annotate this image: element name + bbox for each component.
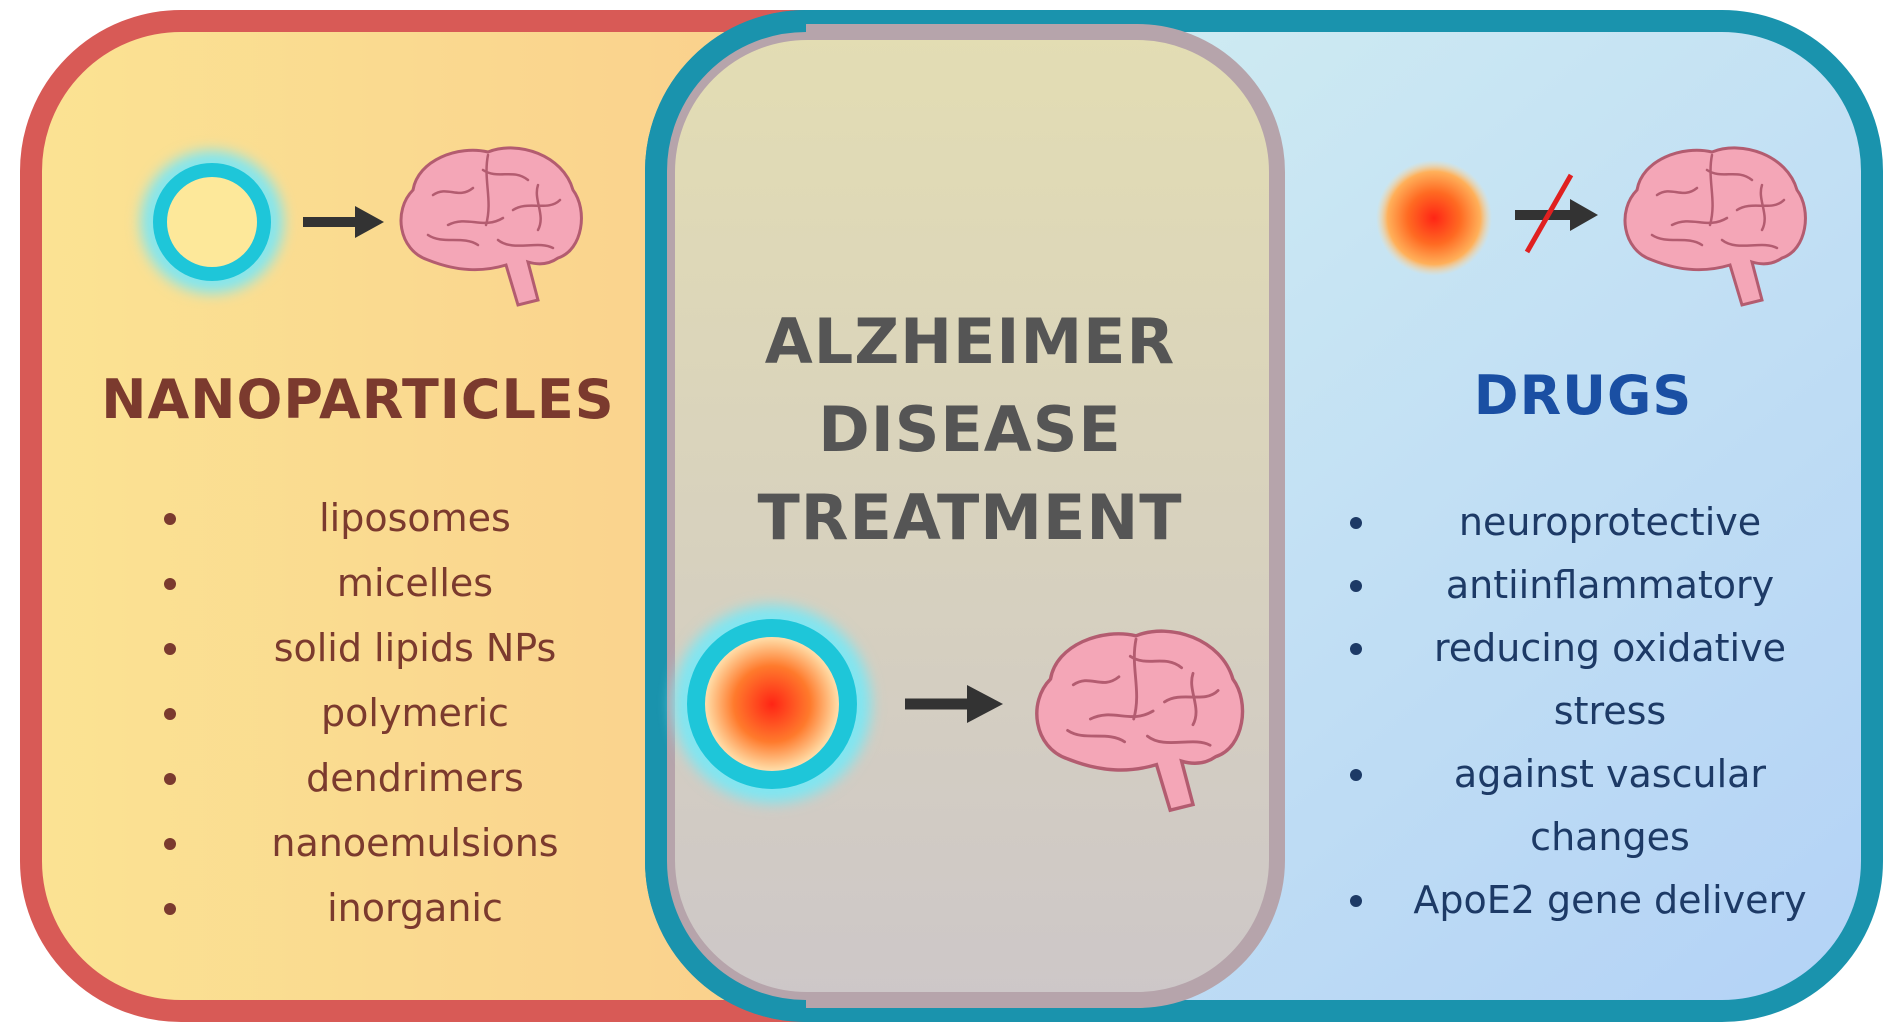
drugs-item-label: changes <box>1530 815 1690 859</box>
arrow-right-icon <box>905 685 1003 723</box>
drugs-item-label: stress <box>1553 689 1667 733</box>
nanoparticles-item-label: liposomes <box>319 496 511 540</box>
bullet-icon <box>164 772 176 785</box>
drugs-title: DRUGS <box>1473 364 1693 427</box>
nanoparticles-item-label: polymeric <box>321 691 509 735</box>
drugs-list-item: neuroprotective <box>1340 491 1840 554</box>
bullet-icon <box>1350 516 1362 529</box>
drugs-item-label: reducing oxidative <box>1434 626 1786 670</box>
nanoparticle-ring-icon <box>141 151 283 293</box>
nanoparticles-item-label: micelles <box>336 561 494 605</box>
drugs-list-item: antiinflammatory <box>1340 554 1840 617</box>
bullet-icon <box>164 577 176 590</box>
drugs-list-item: reducing oxidative stress <box>1340 617 1840 743</box>
bullet-icon <box>164 902 176 915</box>
bullet-icon <box>164 642 176 655</box>
bullet-icon <box>164 707 176 720</box>
treatment-title-line-2: DISEASE <box>818 393 1122 466</box>
bullet-icon <box>164 512 176 525</box>
nanoparticles-list: liposomes micelles solid lipids NPs polymer… <box>150 486 630 941</box>
drugs-item-label: ApoE2 gene delivery <box>1413 878 1807 922</box>
nanoparticles-list-item: micelles <box>150 551 630 616</box>
drug-particle-icon <box>1376 160 1492 276</box>
nanoparticles-item-label: inorganic <box>327 886 503 930</box>
loaded-nanoparticle-icon <box>673 605 871 803</box>
nanoparticles-item-label: nanoemulsions <box>271 821 559 865</box>
drugs-list-item: ApoE2 gene delivery <box>1340 869 1840 932</box>
nanoparticles-item-label: dendrimers <box>306 756 524 800</box>
nanoparticles-list-item: solid lipids NPs <box>150 616 630 681</box>
drugs-item-label: neuroprotective <box>1458 500 1762 544</box>
bullet-icon <box>1350 579 1362 592</box>
drugs-item-label: against vascular <box>1453 752 1767 796</box>
treatment-title-line-1: ALZHEIMER <box>764 305 1176 378</box>
nanoparticles-list-item: nanoemulsions <box>150 811 630 876</box>
nanoparticles-list-item: polymeric <box>150 681 630 746</box>
bullet-icon <box>1350 894 1362 907</box>
treatment-title-line-3: TREATMENT <box>757 481 1183 554</box>
nanoparticles-list-item: dendrimers <box>150 746 630 811</box>
drugs-item-label: antiinflammatory <box>1445 563 1775 607</box>
drugs-list-item: against vascular changes <box>1340 743 1840 869</box>
nanoparticles-item-label: solid lipids NPs <box>273 626 557 670</box>
bullet-icon <box>164 837 176 850</box>
nanoparticles-list-item: inorganic <box>150 876 630 941</box>
bullet-icon <box>1350 642 1362 655</box>
arrow-right-icon <box>303 206 384 238</box>
blocked-arrow-icon <box>1515 173 1598 254</box>
bullet-icon <box>1350 768 1362 781</box>
nanoparticles-title: NANOPARTICLES <box>101 368 615 431</box>
drugs-list: neuroprotective antiinflammatory reducing … <box>1340 491 1840 932</box>
nanoparticles-list-item: liposomes <box>150 486 630 551</box>
